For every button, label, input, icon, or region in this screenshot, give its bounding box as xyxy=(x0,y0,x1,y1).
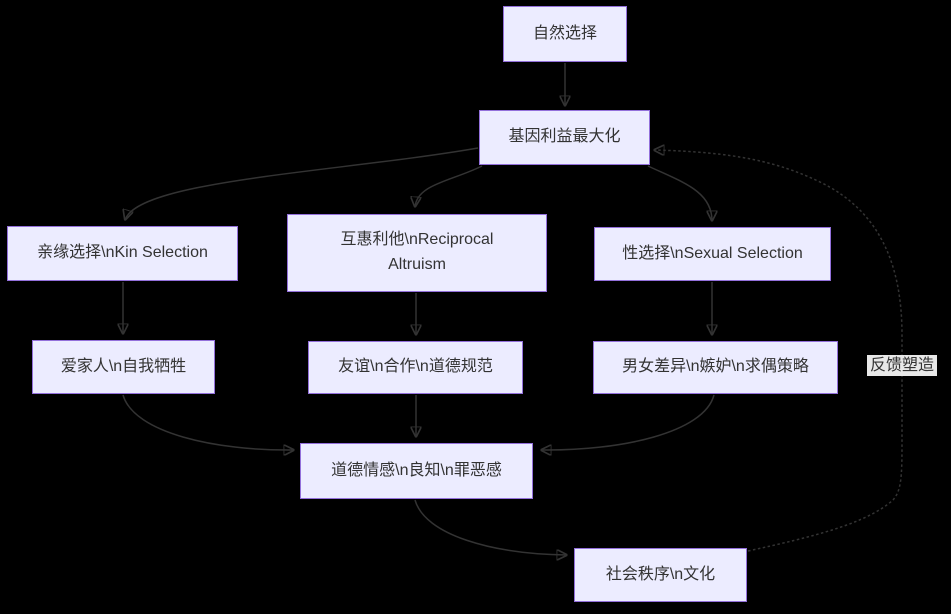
node-friendship-morals: 友谊\n合作\n道德规范 xyxy=(308,341,523,394)
edge-gene-benefit-to-kin-selection xyxy=(125,147,479,220)
node-natural-selection: 自然选择 xyxy=(503,6,627,62)
edge-gene-benefit-to-sexual-selection xyxy=(647,165,712,221)
node-reciprocal-altruism: 互惠利他\nReciprocal Altruism xyxy=(287,214,547,292)
node-kin-selection: 亲缘选择\nKin Selection xyxy=(7,226,238,281)
node-social-order: 社会秩序\n文化 xyxy=(574,548,747,602)
node-sexual-selection: 性选择\nSexual Selection xyxy=(594,227,831,281)
edge-family-sacrifice-to-moral-emotions xyxy=(122,394,294,450)
node-family-sacrifice: 爱家人\n自我牺牲 xyxy=(32,340,215,394)
edge-gene-benefit-to-reciprocal-altruism xyxy=(415,165,483,207)
node-moral-emotions: 道德情感\n良知\n罪恶感 xyxy=(300,443,533,499)
edge-moral-emotions-to-social-order xyxy=(414,499,567,555)
edge-social-order-to-gene-benefit-feedback xyxy=(654,150,903,552)
edge-gender-strategies-to-moral-emotions xyxy=(541,394,715,450)
node-gene-benefit: 基因利益最大化 xyxy=(479,110,650,165)
edge-label-feedback: 反馈塑造 xyxy=(867,355,938,377)
node-gender-strategies: 男女差异\n嫉妒\n求偶策略 xyxy=(593,341,838,394)
